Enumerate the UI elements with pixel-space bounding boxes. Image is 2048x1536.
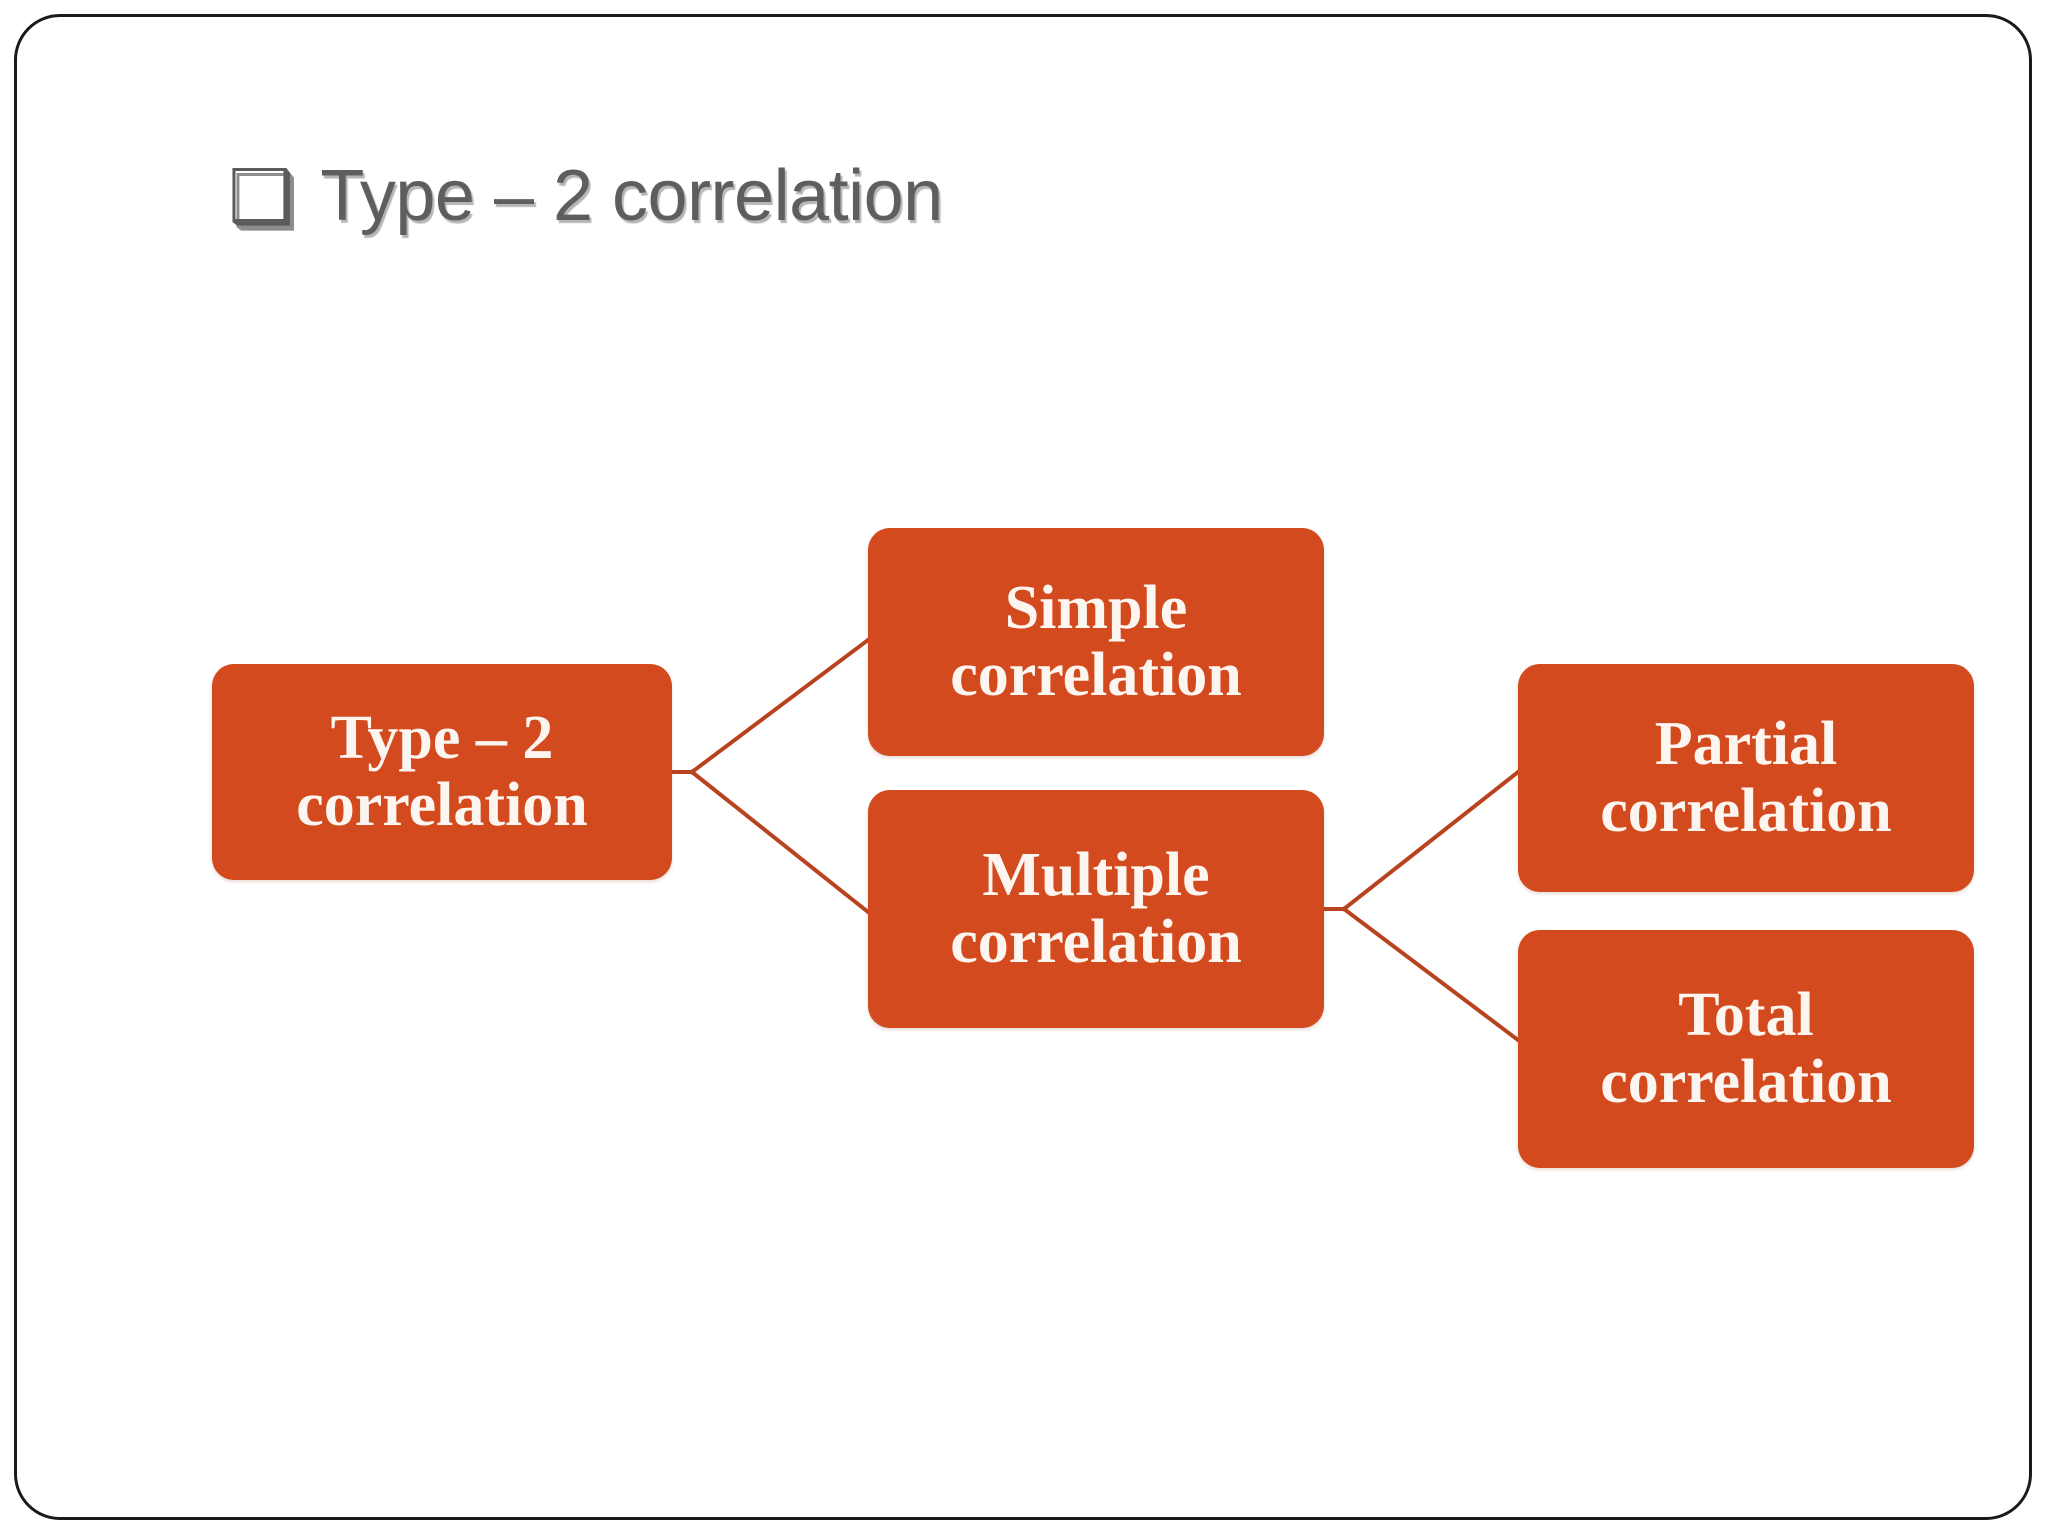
node-simple-correlation[interactable]: Simple correlation <box>868 528 1324 756</box>
node-type-2-correlation[interactable]: Type – 2 correlation <box>212 664 672 880</box>
page-title: ❑ Type – 2 correlation <box>228 154 943 240</box>
node-partial-correlation[interactable]: Partial correlation <box>1518 664 1974 892</box>
edge-multiple-to-partial <box>1341 769 1521 912</box>
node-multiple-correlation[interactable]: Multiple correlation <box>868 790 1324 1028</box>
edge-multiple-to-total <box>1341 906 1521 1043</box>
square-bullet-icon: ❑ <box>228 154 295 240</box>
edge-root-to-multiple <box>689 769 871 915</box>
edge-root-to-simple <box>689 637 871 775</box>
page-title-text: Type – 2 correlation <box>320 156 943 236</box>
node-total-correlation[interactable]: Total correlation <box>1518 930 1974 1168</box>
